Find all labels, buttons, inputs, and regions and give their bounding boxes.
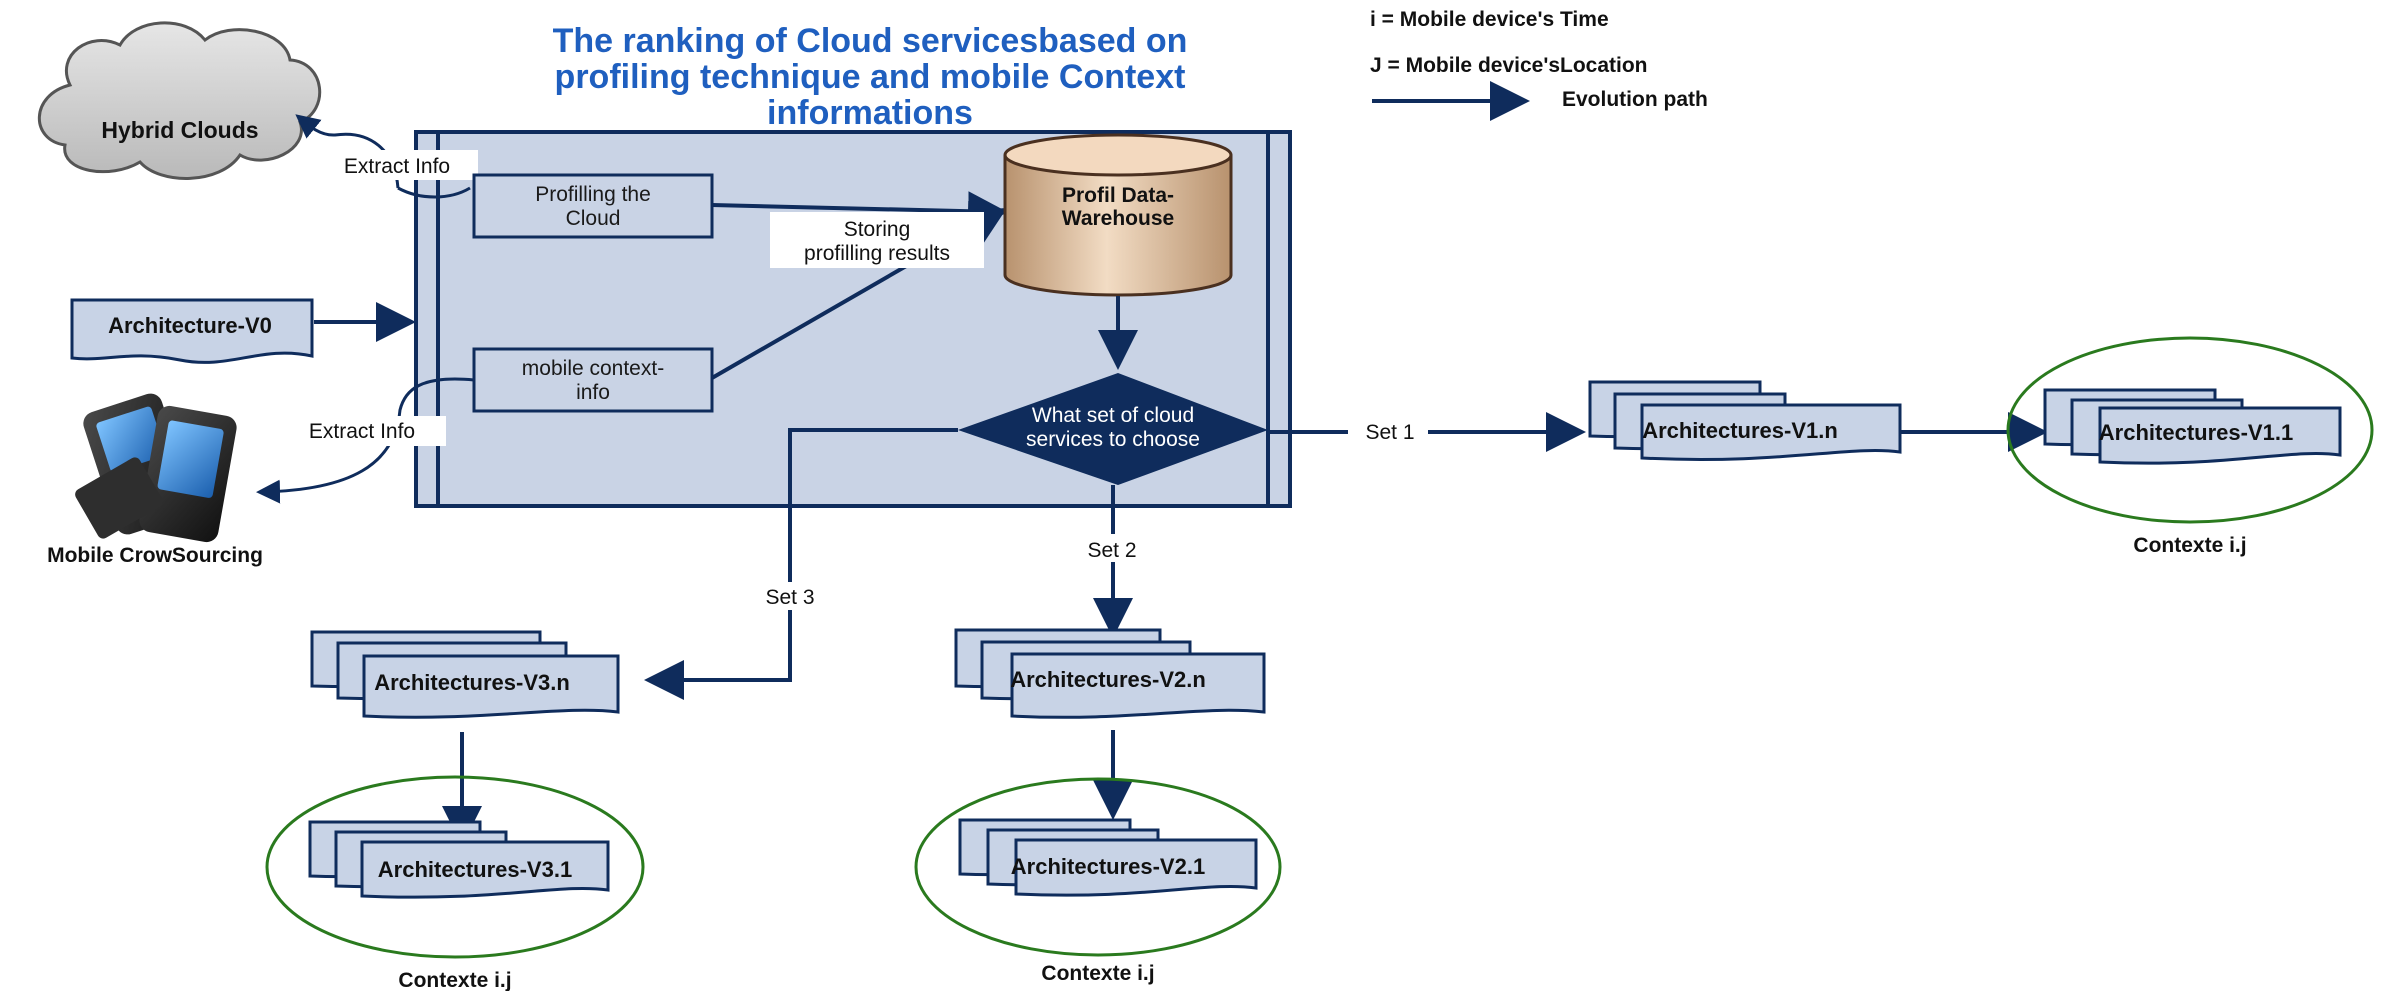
mobile-phones-icon	[75, 393, 237, 543]
extract-info-top-label-bg	[318, 150, 478, 180]
architectures-v21-stack: Architectures-V2.1	[958, 818, 1258, 897]
set1-label-bg	[1348, 418, 1428, 446]
decision-line1: What set of cloud	[1032, 404, 1194, 427]
contexte-v2-label: Contexte i.j	[1041, 962, 1154, 985]
set2-label: Set 2	[1087, 539, 1136, 562]
mobile-context-line1: mobile context-	[522, 357, 664, 380]
architectures-v21-label: Architectures-V2.1	[1011, 854, 1205, 879]
diagram-title: The ranking of Cloud servicesbased on pr…	[553, 22, 1188, 132]
extract-info-top-connector	[397, 186, 471, 199]
warehouse-line2: Warehouse	[1062, 207, 1174, 230]
contexte-v3-circle	[265, 775, 645, 959]
architectures-v11-label: Architectures-V1.1	[2099, 420, 2293, 445]
architectures-v3n-stack: Architectures-V3.n	[310, 630, 620, 719]
contexte-v3-label: Contexte i.j	[398, 969, 511, 991]
contexte-v2-circle	[914, 777, 1282, 957]
set1-label: Set 1	[1365, 421, 1414, 444]
architectures-v3n-label: Architectures-V3.n	[374, 670, 570, 695]
title-line-2: profiling technique and mobile Context	[555, 58, 1186, 96]
mobile-crowdsourcing-label: Mobile CrowSourcing	[47, 544, 263, 567]
contexte-v1-label: Contexte i.j	[2133, 534, 2246, 557]
title-line-3: informations	[767, 94, 973, 132]
architectures-v2n-label: Architectures-V2.n	[1010, 667, 1206, 692]
profiling-to-warehouse-arrow	[711, 191, 1008, 232]
architectures-v1n-label: Architectures-V1.n	[1642, 418, 1838, 443]
contexte-v1-circle	[2006, 336, 2374, 524]
hybrid-clouds-cloud: Hybrid Clouds	[37, 21, 322, 180]
title-line-1: The ranking of Cloud servicesbased on	[553, 22, 1188, 60]
mobile-context-box: mobile context- info	[472, 347, 714, 413]
hybrid-clouds-label: Hybrid Clouds	[101, 117, 258, 143]
profil-data-warehouse-cylinder: Profil Data- Warehouse	[1003, 133, 1233, 297]
architectures-v11-stack: Architectures-V1.1	[2043, 388, 2342, 465]
legend: i = Mobile device's Time J = Mobile devi…	[1370, 8, 1708, 121]
architecture-v0-label: Architecture-V0	[108, 313, 272, 338]
storing-results-label: Storing profilling results	[770, 212, 984, 268]
profiling-cloud-line1: Profilling the	[535, 183, 651, 206]
profiling-cloud-line2: Cloud	[566, 207, 621, 230]
architectures-v31-stack: Architectures-V3.1	[308, 820, 610, 899]
architectures-v31-label: Architectures-V3.1	[378, 857, 572, 882]
architectures-v1n-stack: Architectures-V1.n	[1588, 380, 1902, 461]
set2-label-bg	[1068, 534, 1156, 562]
architectures-v2n-stack: Architectures-V2.n	[954, 628, 1266, 719]
architecture-v0-doc: Architecture-V0	[70, 298, 314, 364]
extract-info-bottom-label-bg	[278, 416, 446, 446]
extract-info-bottom-label: Extract Info	[309, 420, 415, 443]
storing-line1: Storing	[844, 218, 911, 241]
set3-label: Set 3	[765, 586, 814, 609]
storing-line2: profilling results	[804, 242, 950, 265]
legend-i-definition: i = Mobile device's Time	[1370, 8, 1609, 31]
extract-info-top-label: Extract Info	[344, 155, 450, 178]
decision-line2: services to choose	[1026, 428, 1200, 451]
warehouse-line1: Profil Data-	[1062, 184, 1174, 207]
profiling-cloud-box: Profilling the Cloud	[472, 173, 714, 239]
legend-evolution-label: Evolution path	[1562, 88, 1708, 111]
set3-label-bg	[748, 582, 836, 610]
choose-services-decision: What set of cloud services to choose	[958, 373, 1268, 485]
mobile-context-line2: info	[576, 381, 610, 404]
set3-arrow	[644, 428, 958, 700]
legend-j-definition: J = Mobile device'sLocation	[1370, 54, 1648, 77]
